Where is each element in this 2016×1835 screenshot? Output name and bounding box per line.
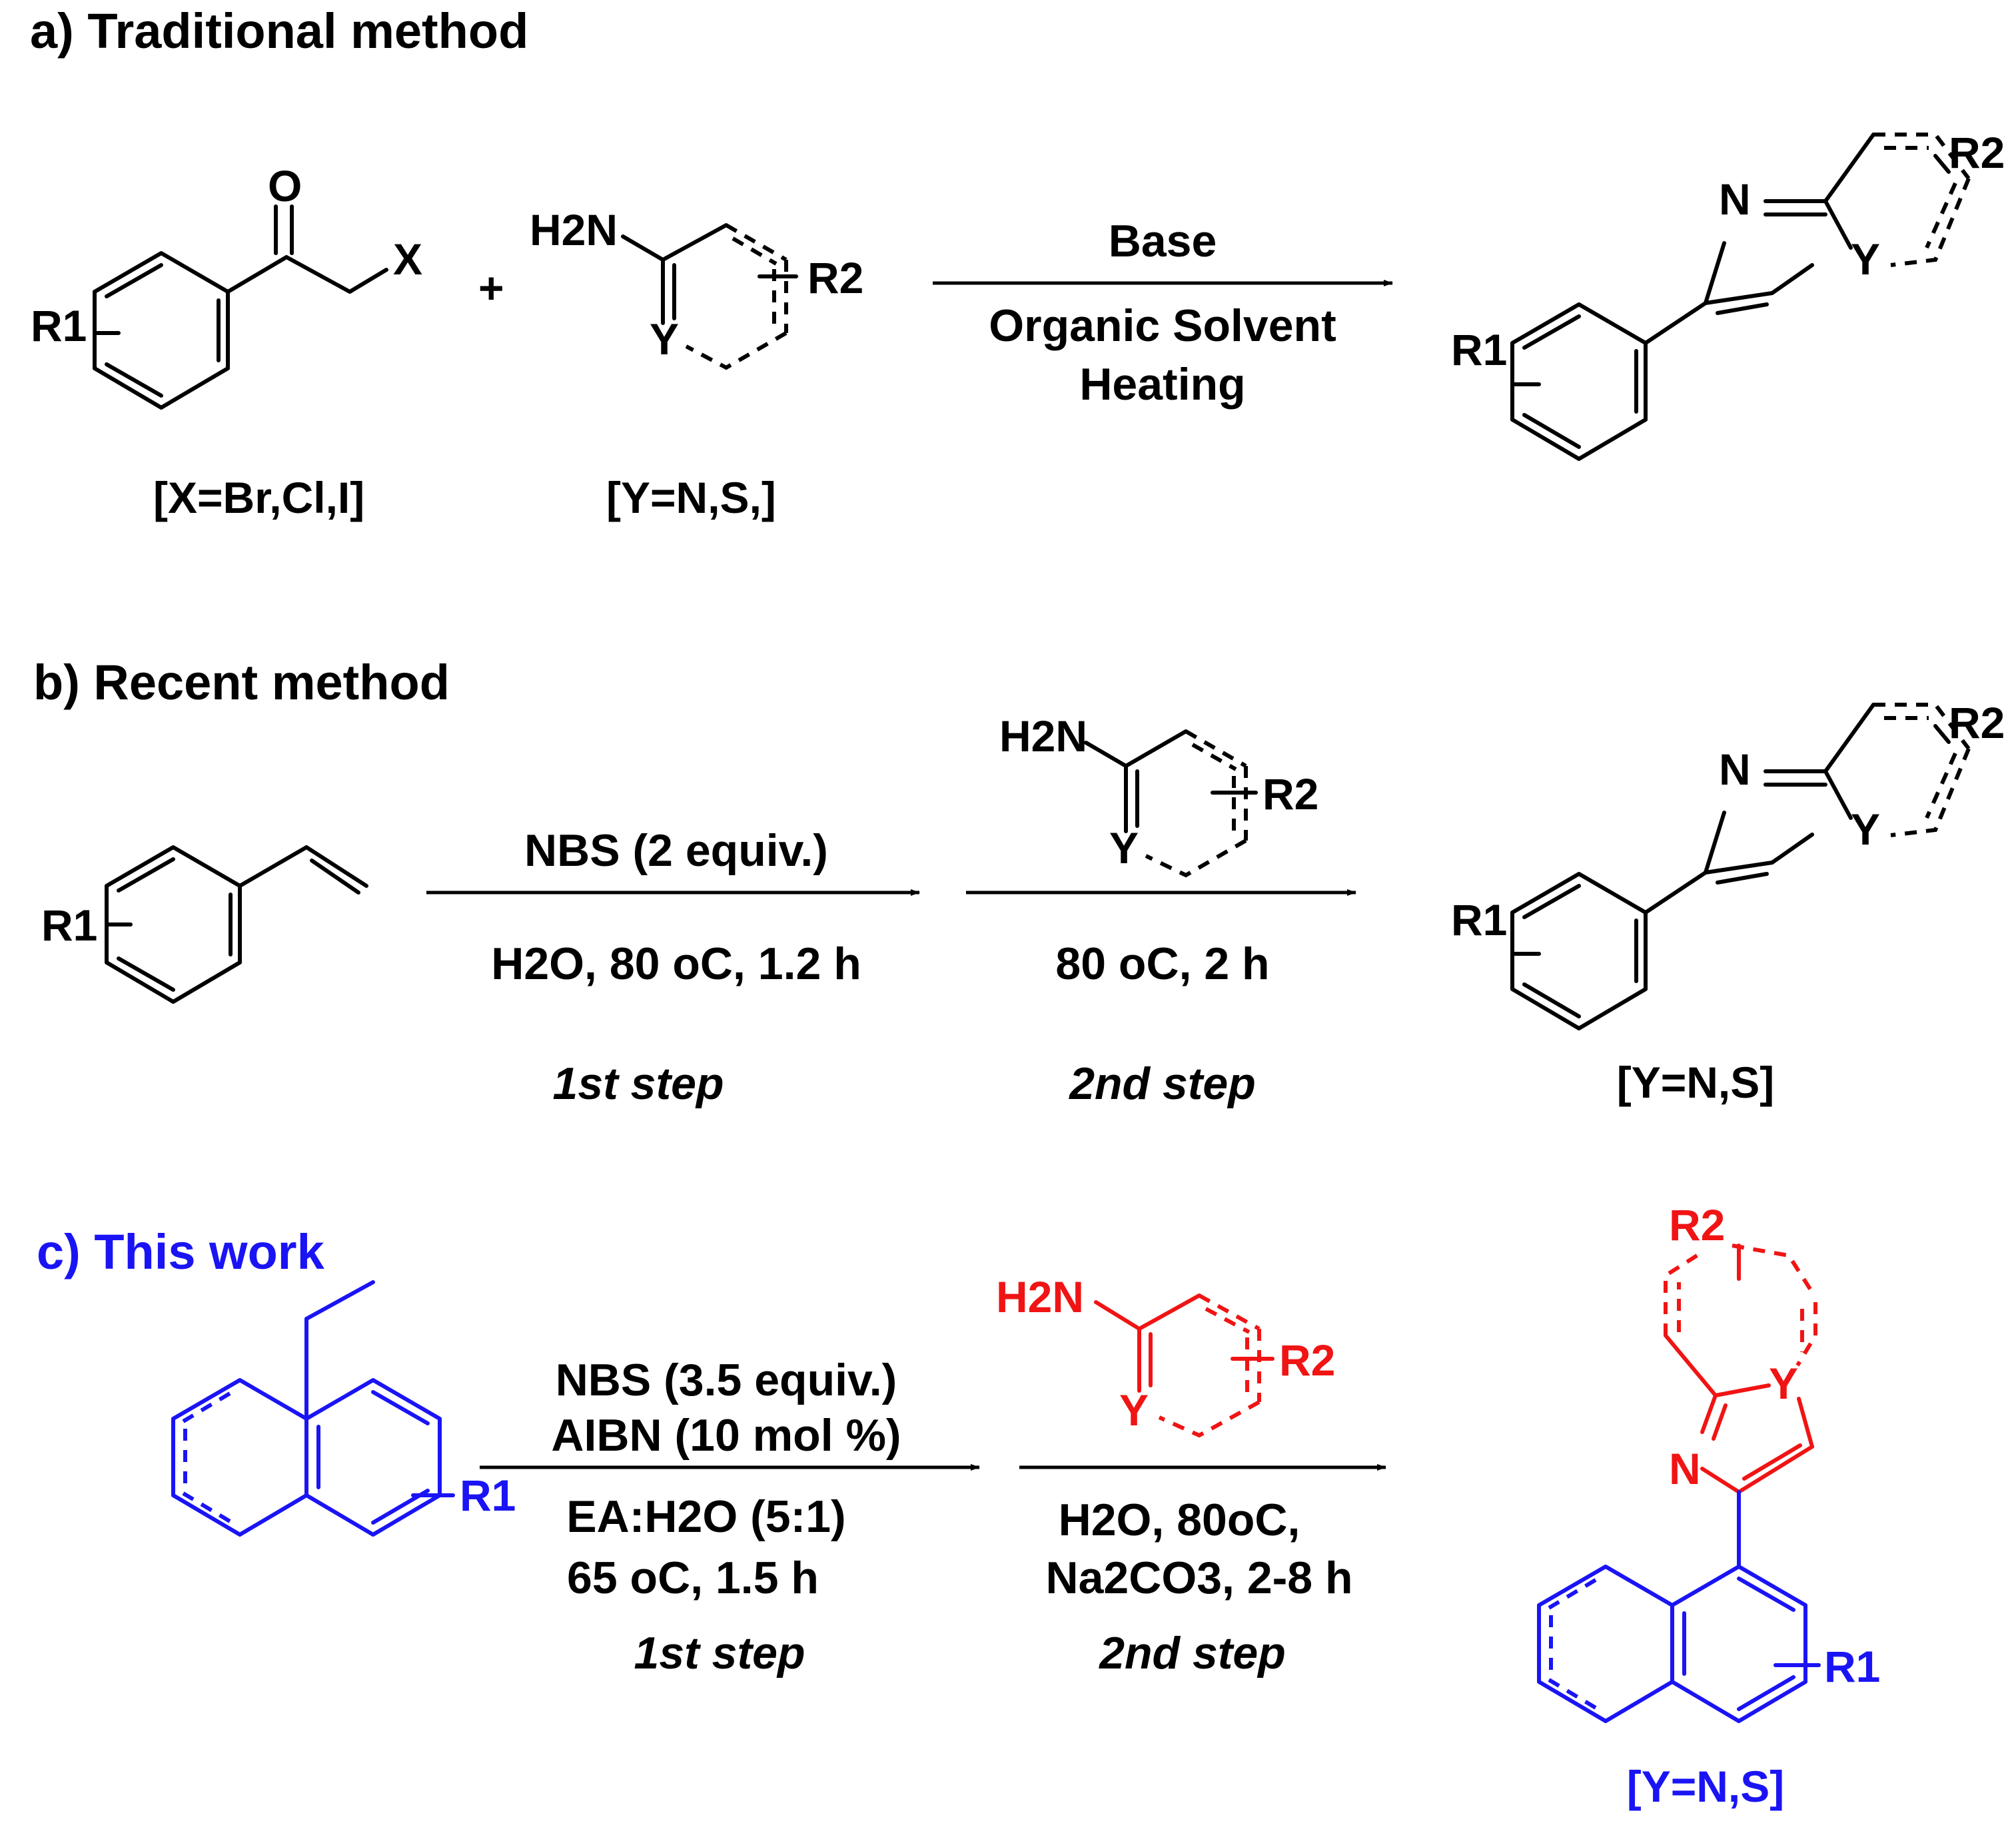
y-atom-product-c: Y [1769, 1359, 1798, 1408]
n-atom-product-b: N [1719, 745, 1751, 794]
section-c: c) This work R1 NBS (3.5 equiv.) AIBN (1… [37, 1200, 1880, 1811]
condition-solvent: Organic Solvent [989, 300, 1336, 351]
product-b-structure [1510, 703, 1971, 1030]
section-b-title: b) Recent method [33, 655, 450, 710]
n-atom-product-a: N [1719, 175, 1751, 224]
r2-label-product-a: R2 [1949, 128, 2005, 177]
y-atom-b: Y [1109, 823, 1139, 873]
step1-conditions-b: H2O, 80 oC, 1.2 h [491, 938, 861, 989]
product-a-structure [1510, 133, 1971, 461]
step1-reagent-b: NBS (2 equiv.) [524, 825, 828, 876]
r2-label-b-reagent: R2 [1262, 769, 1318, 819]
step2-label-c: 2nd step [1098, 1628, 1286, 1678]
product-c-naphthalene [1537, 1490, 1821, 1723]
aminoheterocycle-b [1084, 729, 1258, 878]
r2-label-c-reagent: R2 [1279, 1335, 1335, 1385]
styrene-structure [105, 845, 368, 1004]
step2-conditions-b: 80 oC, 2 h [1055, 938, 1269, 989]
step1-line3-c: EA:H2O (5:1) [566, 1491, 845, 1542]
r1-label-a: R1 [31, 301, 87, 350]
step1-line1-c: NBS (3.5 equiv.) [556, 1355, 897, 1405]
aminoheterocycle-a [621, 223, 798, 370]
n-atom-product-c: N [1669, 1444, 1701, 1493]
step1-line4-c: 65 oC, 1.5 h [567, 1553, 819, 1603]
y-atom-product-b: Y [1851, 805, 1880, 854]
y-definition-a: [Y=N,S,] [606, 473, 776, 522]
section-a: a) Traditional method O X R1 [X=Br,Cl,I]… [30, 3, 2005, 522]
r2-label-product-c: R2 [1669, 1200, 1725, 1250]
y-atom-a: Y [650, 314, 679, 364]
amine-label-b: H2N [999, 711, 1087, 761]
r1-label-c: R1 [460, 1471, 516, 1520]
r2-label-a: R2 [807, 253, 863, 302]
step2-line2-c: Na2CO3, 2-8 h [1045, 1553, 1352, 1603]
section-a-title: a) Traditional method [30, 3, 528, 59]
amine-label-c: H2N [996, 1272, 1084, 1321]
ethylnaphthalene-structure [171, 1280, 455, 1537]
step2-label-b: 2nd step [1068, 1058, 1256, 1109]
x-definition: [X=Br,Cl,I] [153, 473, 364, 522]
section-b: b) Recent method R1 NBS (2 equiv.) H2O, … [33, 655, 2005, 1109]
condition-base: Base [1109, 216, 1217, 266]
r1-label-product-c: R1 [1824, 1642, 1880, 1691]
y-atom-product-a: Y [1851, 234, 1880, 284]
step2-line1-c: H2O, 80oC, [1059, 1495, 1300, 1545]
product-c-heterocycle [1664, 1244, 1817, 1494]
condition-heating: Heating [1079, 359, 1245, 410]
y-atom-c: Y [1119, 1385, 1149, 1435]
halogen-x-atom: X [393, 234, 422, 284]
step1-label-b: 1st step [553, 1058, 724, 1109]
haloketone-structure: O X [93, 161, 422, 410]
r1-label-product-a: R1 [1451, 325, 1507, 374]
amine-label-a: H2N [530, 205, 618, 254]
r1-label-b: R1 [41, 901, 97, 950]
r2-label-product-b: R2 [1949, 698, 2005, 747]
section-c-title: c) This work [37, 1224, 325, 1280]
y-definition-b: [Y=N,S] [1617, 1058, 1775, 1107]
oxygen-atom: O [268, 161, 302, 210]
plus-sign: + [478, 263, 504, 312]
aminoheterocycle-c [1094, 1293, 1274, 1438]
y-definition-c: [Y=N,S] [1627, 1762, 1785, 1811]
r1-label-product-b: R1 [1451, 895, 1507, 944]
step1-line2-c: AIBN (10 mol %) [551, 1410, 901, 1461]
step1-label-c: 1st step [634, 1628, 805, 1678]
